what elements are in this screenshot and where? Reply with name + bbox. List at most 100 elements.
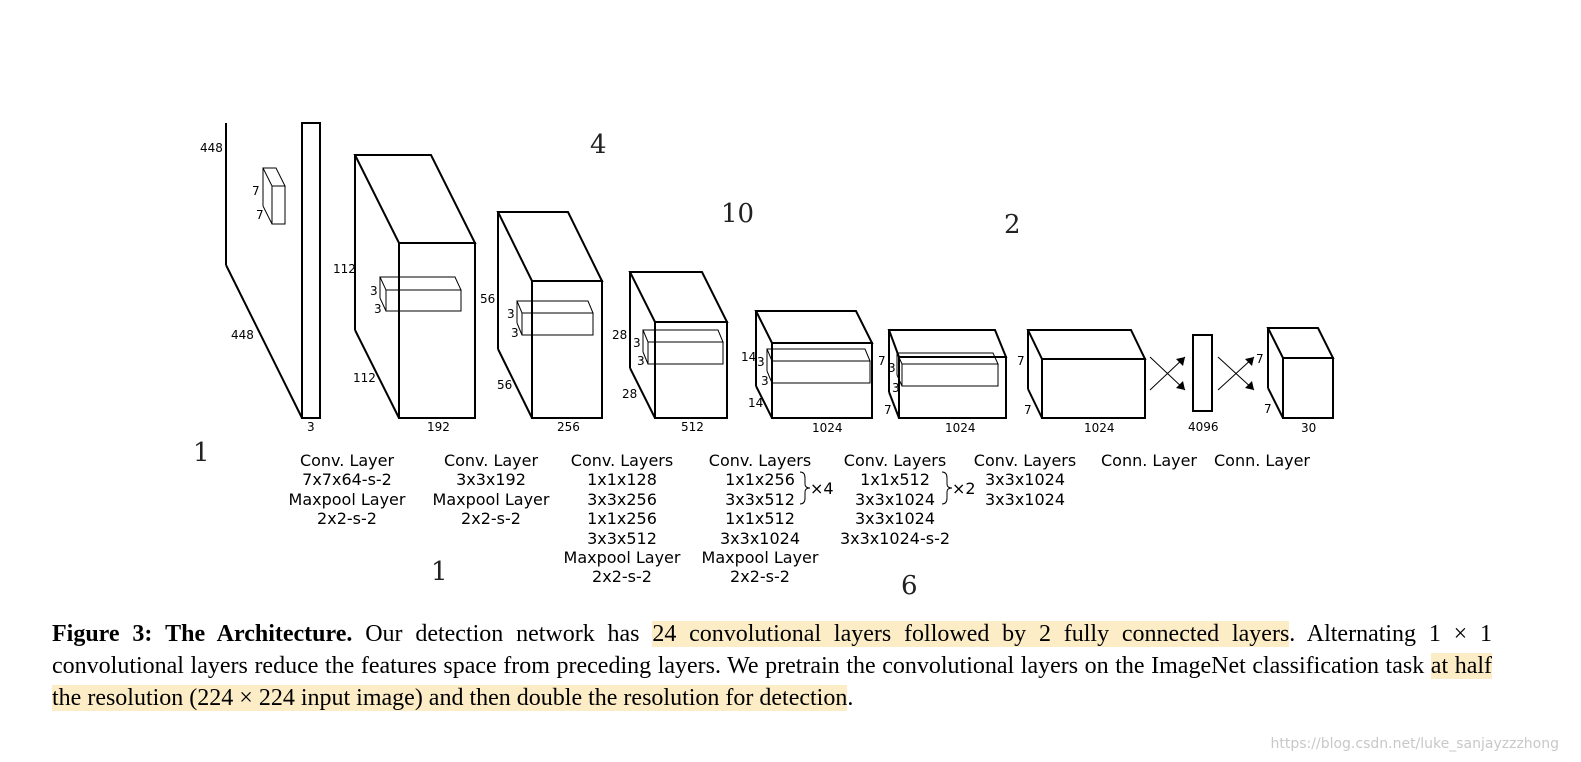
block-2-caption-line: 2x2-s-2 — [461, 509, 521, 528]
block-1-caption-line: Maxpool Layer — [289, 490, 406, 509]
fc-dim-4096: 4096 — [1188, 420, 1219, 434]
caption-text: Our detection network has — [365, 621, 640, 647]
block-5-caption: Conv. Layers 1x1x512 3x3x1024 3x3x1024 3… — [840, 451, 976, 548]
fc-block-4096: 4096 — [1188, 334, 1219, 434]
block-3-caption-line: 1x1x128 — [587, 470, 657, 489]
block-3-caption-line: 2x2-s-2 — [592, 567, 652, 586]
conv-block-2: 56 56 256 3 3 — [480, 211, 604, 434]
block-5-dim-height: 7 — [878, 354, 886, 368]
input-kernel-dim-b: 7 — [256, 208, 264, 222]
block-5-repeat-brace — [941, 471, 953, 505]
block-2-kernel-dim-b: 3 — [511, 326, 519, 340]
annotation-count: 6 — [901, 571, 918, 601]
block-6-dim-width: 7 — [1024, 403, 1032, 417]
block-1-dim-channels: 192 — [427, 420, 450, 434]
block-6-caption-line: 3x3x1024 — [985, 470, 1065, 489]
block-4-kernel — [766, 348, 871, 384]
block-5-caption-line: 1x1x512 — [860, 470, 930, 489]
figure-title: The Architecture. — [165, 621, 353, 647]
block-2-kernel — [516, 300, 594, 336]
block-3-dim-height: 28 — [612, 328, 627, 342]
block-4-kernel-dim-a: 3 — [757, 355, 765, 369]
input-block: 448 448 3 7 7 — [200, 122, 321, 434]
block-3-caption-line: 3x3x512 — [587, 529, 657, 548]
block-2-caption: Conv. Layer 3x3x192 Maxpool Layer 2x2-s-… — [433, 451, 550, 528]
block-4-repeat-count: ×4 — [810, 479, 834, 498]
conv-block-3: 28 28 512 3 3 — [612, 271, 729, 434]
figure-caption: Figure 3: The Architecture. Our detectio… — [52, 618, 1493, 714]
block-5-kernel — [896, 352, 999, 387]
block-3-kernel-dim-b: 3 — [637, 354, 645, 368]
block-2-caption-line: Conv. Layer — [444, 451, 539, 470]
block-2-caption-line: Maxpool Layer — [433, 490, 550, 509]
block-4-caption: Conv. Layers 1x1x256 3x3x512 1x1x512 3x3… — [702, 451, 834, 586]
input-kernel — [262, 167, 286, 225]
block-3-caption-line: 1x1x256 — [587, 509, 657, 528]
block-3-caption: Conv. Layers 1x1x128 3x3x256 1x1x256 3x3… — [564, 451, 681, 586]
output-dim-height: 7 — [1256, 352, 1264, 366]
block-4-caption-line: 1x1x512 — [725, 509, 795, 528]
block-3-dim-width: 28 — [622, 387, 637, 401]
figure-label: Figure 3: — [52, 621, 153, 647]
block-6-caption-line: 3x3x1024 — [985, 490, 1065, 509]
caption-text: . Alternating 1 × 1 convolutional layers… — [52, 621, 1493, 679]
yolo-architecture-diagram: 448 448 3 7 7 112 112 192 3 3 — [193, 122, 1335, 601]
block-4-caption-line: 1x1x256 — [725, 470, 795, 489]
input-dim-height: 448 — [200, 141, 223, 155]
annotation-count: 2 — [1004, 210, 1021, 240]
block-4-caption-line: 3x3x1024 — [720, 529, 800, 548]
block-5-dim-channels: 1024 — [945, 421, 976, 435]
block-5-caption-line: 3x3x1024-s-2 — [840, 529, 950, 548]
block-1-dim-height: 112 — [333, 262, 356, 276]
block-2-kernel-dim-a: 3 — [507, 307, 515, 321]
block-4-caption-line: Maxpool Layer — [702, 548, 819, 567]
block-4-repeat-brace — [799, 471, 811, 505]
block-4-dim-width: 14 — [748, 396, 763, 410]
output-dim-channels: 30 — [1301, 421, 1316, 435]
caption-highlight: 24 convolutional layers followed by 2 fu… — [652, 621, 1290, 647]
annotation-count: 1 — [193, 438, 210, 468]
block-2-caption-line: 3x3x192 — [456, 470, 526, 489]
block-5-caption-line: 3x3x1024 — [855, 509, 935, 528]
block-6-dim-channels: 1024 — [1084, 421, 1115, 435]
block-2-dim-channels: 256 — [557, 420, 580, 434]
block-4-dim-channels: 1024 — [812, 421, 843, 435]
input-dim-width: 448 — [231, 328, 254, 342]
fc-2-caption: Conn. Layer — [1214, 451, 1310, 470]
block-5-caption-line: Conv. Layers — [844, 451, 946, 470]
block-1-caption: Conv. Layer 7x7x64-s-2 Maxpool Layer 2x2… — [289, 451, 406, 528]
annotation-count: 1 — [431, 557, 448, 587]
block-4-dim-height: 14 — [741, 350, 756, 364]
conv-block-4: 14 14 1024 3 3 — [741, 310, 874, 435]
block-6-dim-height: 7 — [1017, 354, 1025, 368]
block-3-caption-line: Maxpool Layer — [564, 548, 681, 567]
watermark: https://blog.csdn.net/luke_sanjayzzzhong — [1270, 736, 1559, 752]
block-4-kernel-dim-b: 3 — [761, 374, 769, 388]
input-dim-channels: 3 — [307, 420, 315, 434]
block-1-dim-width: 112 — [353, 371, 376, 385]
block-3-caption-line: Conv. Layers — [571, 451, 673, 470]
block-1-caption-line: 7x7x64-s-2 — [302, 470, 392, 489]
block-2-dim-width: 56 — [497, 378, 512, 392]
block-4-caption-line: 3x3x512 — [725, 490, 795, 509]
block-1-caption-line: 2x2-s-2 — [317, 509, 377, 528]
fc-1-caption-line: Conn. Layer — [1101, 451, 1197, 470]
block-5-repeat-count: ×2 — [952, 479, 976, 498]
block-1-kernel-dim-b: 3 — [374, 302, 382, 316]
block-3-dim-channels: 512 — [681, 420, 704, 434]
fc-2-caption-line: Conn. Layer — [1214, 451, 1310, 470]
conv-block-5: 7 7 1024 3 3 — [878, 329, 1008, 435]
block-4-caption-line: Conv. Layers — [709, 451, 811, 470]
block-5-kernel-dim-b: 3 — [892, 381, 900, 395]
conv-block-6: 7 7 1024 — [1017, 329, 1147, 435]
output-block: 7 7 30 — [1256, 327, 1335, 435]
block-5-dim-width: 7 — [884, 403, 892, 417]
annotation-count: 10 — [721, 199, 754, 229]
fc-connection-1 — [1149, 356, 1186, 391]
block-2-dim-height: 56 — [480, 292, 495, 306]
block-3-caption-line: 3x3x256 — [587, 490, 657, 509]
block-3-kernel — [642, 329, 724, 365]
block-5-kernel-dim-a: 3 — [888, 361, 896, 375]
block-6-caption-line: Conv. Layers — [974, 451, 1076, 470]
block-4-caption-line: 2x2-s-2 — [730, 567, 790, 586]
